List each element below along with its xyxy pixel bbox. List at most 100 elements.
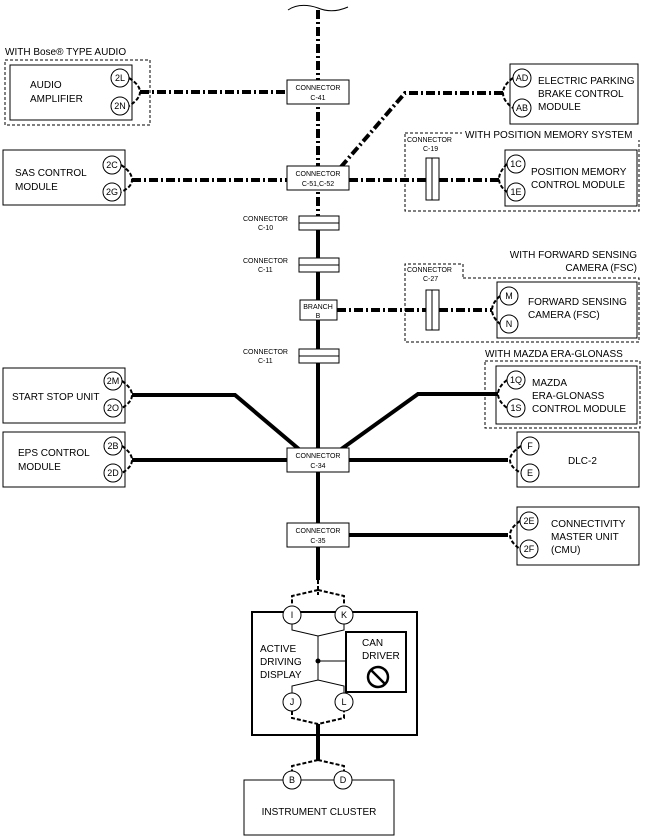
cmu-box <box>516 506 640 566</box>
era-glonass-group: WITH MAZDA ERA-GLONASS 1Q 1S MAZDA ERA-G… <box>338 349 641 452</box>
connector-c11-lower: CONNECTOR C-11 <box>243 348 340 365</box>
fsc-label: CAMERA (FSC) <box>528 310 600 321</box>
epb-module-group: AD AB ELECTRIC PARKING BRAKE CONTROL MOD… <box>338 63 639 170</box>
connector-label: CONNECTOR <box>296 171 341 178</box>
wire-epb-c51 <box>338 91 503 170</box>
audio-amplifier-label: AUDIO <box>30 80 62 91</box>
active-driving-display-group: I K J L ACTIVE DRIVING DISPLAY CAN DRIVE… <box>251 589 418 772</box>
connector-label: C-51,C-52 <box>302 181 334 188</box>
connector-label: C-19 <box>423 146 438 153</box>
connector-c35: CONNECTOR C-35 <box>286 522 350 548</box>
add-label: DRIVING <box>260 657 302 668</box>
pin-label: 1E <box>510 187 521 197</box>
pin-label: 2G <box>106 187 118 197</box>
pin-label: 2F <box>524 544 535 554</box>
cmu-label: MASTER UNIT <box>551 532 619 543</box>
pin-label: 1C <box>510 159 522 169</box>
instrument-cluster-group: B D INSTRUMENT CLUSTER <box>243 770 395 836</box>
sas-module-group: SAS CONTROL MODULE 2C 2G <box>2 149 288 206</box>
pin-label: F <box>527 441 533 451</box>
connector-label: CONNECTOR <box>243 349 288 356</box>
prohibited-icon <box>366 665 390 689</box>
fsc-group: WITH FORWARD SENSING CAMERA (FSC) CONNEC… <box>337 250 640 343</box>
pin-circle <box>506 398 526 418</box>
start-stop-label: START STOP UNIT <box>12 392 99 403</box>
pm-box <box>504 149 638 207</box>
connector-label: C-35 <box>310 538 325 545</box>
connector-label: C-34 <box>310 463 325 470</box>
pin-label: AD <box>516 73 529 83</box>
cluster-label: INSTRUMENT CLUSTER <box>262 807 377 818</box>
era-label: MAZDA <box>532 378 567 389</box>
connector-c41: CONNECTOR C-41 <box>286 79 350 105</box>
pin-label: 2O <box>107 403 119 413</box>
pin-label: L <box>341 697 346 707</box>
epb-box <box>509 63 639 125</box>
add-label: ACTIVE <box>260 644 296 655</box>
cmu-group: 2E 2F CONNECTIVITY MASTER UNIT (CMU) <box>349 506 640 566</box>
pin-label: J <box>290 697 295 707</box>
bose-group-label: WITH Bose® TYPE AUDIO <box>5 47 126 58</box>
pin-label: K <box>341 610 347 620</box>
pm-label-bg <box>462 128 640 140</box>
pin-label: 1S <box>510 403 521 413</box>
pm-label: POSITION MEMORY <box>531 167 627 178</box>
pin-circle <box>103 398 123 418</box>
connector-c34: CONNECTOR C-34 <box>286 447 350 473</box>
epb-label: BRAKE CONTROL <box>538 89 624 100</box>
connector-label: C-27 <box>423 276 438 283</box>
pin-label: M <box>505 291 513 301</box>
pin-label: 2E <box>523 516 534 526</box>
fsc-box <box>496 281 638 339</box>
connector-label: C-41 <box>310 95 325 102</box>
connector-label: CONNECTOR <box>407 137 452 144</box>
dlc2-label: DLC-2 <box>568 456 597 467</box>
eps-label: MODULE <box>18 462 61 473</box>
split-joiner <box>317 759 345 772</box>
era-label: CONTROL MODULE <box>532 404 626 415</box>
pin-label: B <box>289 775 295 785</box>
connector-label: CONNECTOR <box>243 258 288 265</box>
fsc-group-label: WITH FORWARD SENSING <box>510 250 637 261</box>
pin-joiner <box>508 520 521 550</box>
pin-label: 2D <box>107 468 119 478</box>
connector-label: CONNECTOR <box>296 453 341 460</box>
branch-box <box>299 299 338 321</box>
audio-amplifier-label: AMPLIFIER <box>30 94 83 105</box>
pin-circle <box>282 770 302 790</box>
junction-dot <box>315 658 321 664</box>
connector-label: C-11 <box>258 267 273 274</box>
pm-group-label: WITH POSITION MEMORY SYSTEM <box>465 130 632 141</box>
connector-label: CONNECTOR <box>296 528 341 535</box>
can-driver-label: CAN <box>362 638 383 649</box>
pin-joiner <box>121 445 134 474</box>
pin-circle <box>519 539 539 559</box>
pin-label: AB <box>516 103 528 113</box>
pin-label: E <box>527 468 533 478</box>
era-group-label: WITH MAZDA ERA-GLONASS <box>485 349 623 360</box>
can-driver-label: DRIVER <box>362 651 400 662</box>
eps-module-group: EPS CONTROL MODULE 2B 2D <box>2 431 288 488</box>
epb-label: MODULE <box>538 102 581 113</box>
branch-b: BRANCH B <box>299 299 338 321</box>
eps-label: EPS CONTROL <box>18 448 90 459</box>
cmu-label: (CMU) <box>551 545 580 556</box>
connector-c51: CONNECTOR C-51,C-52 <box>286 165 350 191</box>
fsc-group-label: CAMERA (FSC) <box>565 263 637 274</box>
connector-box <box>286 447 350 473</box>
dlc2-group: F E DLC-2 <box>349 431 640 488</box>
connector-label: C-10 <box>258 225 273 232</box>
connector-label: C-11 <box>258 358 273 365</box>
pin-label: I <box>291 610 294 620</box>
break-mark <box>287 4 349 12</box>
pin-label: 2L <box>115 73 125 83</box>
wire-start-c34 <box>132 393 302 452</box>
pin-circle <box>103 463 123 483</box>
connector-box <box>286 79 350 105</box>
start-stop-group: START STOP UNIT 2M 2O <box>2 367 302 452</box>
pin-label: 1Q <box>510 375 522 385</box>
pin-label: N <box>506 319 513 329</box>
cmu-label: CONNECTIVITY <box>551 519 626 530</box>
audio-amplifier-group: WITH Bose® TYPE AUDIO AUDIO AMPLIFIER 2L… <box>4 47 288 126</box>
